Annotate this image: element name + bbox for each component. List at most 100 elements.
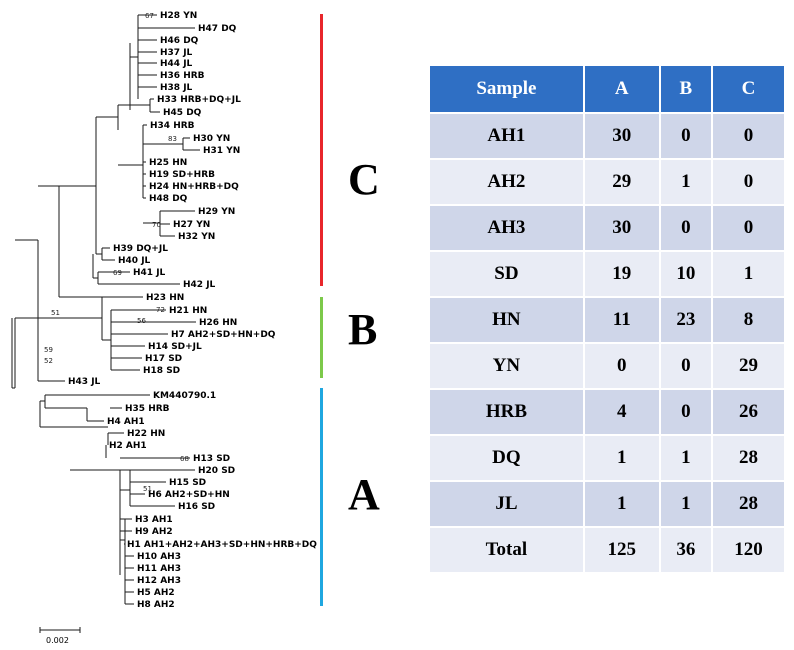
cell: 1	[660, 160, 714, 204]
leaf-label: H5 AH2	[137, 588, 175, 598]
cell: 28	[713, 436, 784, 480]
leaf-label: H26 HN	[199, 318, 237, 328]
leaf-label: H12 AH3	[137, 576, 181, 586]
leaf-label: H2 AH1	[109, 441, 147, 451]
leaf-label: H44 JL	[160, 59, 193, 69]
leaf-label: H42 JL	[183, 280, 216, 290]
cell: 0	[660, 390, 714, 434]
cell: 23	[660, 298, 714, 342]
header-a: A	[584, 66, 661, 112]
cell: AH3	[430, 206, 585, 250]
cell: 0	[584, 344, 661, 388]
leaf-label: H19 SD+HRB	[149, 170, 215, 180]
cell: 1	[584, 436, 661, 480]
cell: 0	[713, 114, 784, 158]
leaf-label: H7 AH2+SD+HN+DQ	[171, 330, 276, 340]
header-sample: Sample	[430, 66, 585, 112]
leaf-label: H16 SD	[178, 502, 215, 512]
clade-c-bar	[320, 14, 323, 286]
leaf-label: H31 YN	[203, 146, 240, 156]
leaf-label: H37 JL	[160, 48, 193, 58]
scale-bar-label: 0.002	[46, 636, 69, 645]
bootstrap-value: 56	[137, 317, 146, 325]
cell: 19	[584, 252, 661, 296]
cell: HN	[430, 298, 585, 342]
leaf-label: H4 AH1	[107, 417, 145, 427]
cell: 0	[713, 206, 784, 250]
leaf-label: H15 SD	[169, 478, 206, 488]
leaf-label: H18 SD	[143, 366, 180, 376]
cell: 0	[660, 344, 714, 388]
cell: 120	[713, 528, 784, 572]
cell: 1	[660, 436, 714, 480]
leaf-label: H41 JL	[133, 268, 166, 278]
cell: 4	[584, 390, 661, 434]
cell: 10	[660, 252, 714, 296]
leaf-label: KM440790.1	[153, 391, 216, 401]
leaf-label: H43 JL	[68, 377, 101, 387]
cell: AH2	[430, 160, 585, 204]
leaf-label: H29 YN	[198, 207, 235, 217]
table-header-row: Sample A B C	[430, 66, 784, 112]
cell: 0	[660, 206, 714, 250]
clade-a-label: A	[348, 470, 380, 519]
leaf-label: H10 AH3	[137, 552, 181, 562]
bootstrap-value: 52	[44, 357, 53, 365]
header-c: C	[713, 66, 784, 112]
leaf-label: H24 HN+HRB+DQ	[149, 182, 239, 192]
leaf-label: H46 DQ	[160, 36, 199, 46]
leaf-label: H1 AH1+AH2+AH3+SD+HN+HRB+DQ	[127, 540, 317, 550]
leaf-label: H30 YN	[193, 134, 230, 144]
cell: Total	[430, 528, 585, 572]
leaf-label: H17 SD	[145, 354, 182, 364]
clade-a-bar	[320, 388, 323, 606]
header-b: B	[660, 66, 714, 112]
leaf-label: H38 JL	[160, 83, 193, 93]
cell: 1	[713, 252, 784, 296]
leaf-label: H36 HRB	[160, 71, 205, 81]
leaf-label: H25 HN	[149, 158, 187, 168]
bootstrap-value: 70	[152, 221, 161, 229]
cell: 26	[713, 390, 784, 434]
cell: 0	[713, 160, 784, 204]
leaf-label: H22 HN	[127, 429, 165, 439]
cell: HRB	[430, 390, 585, 434]
cell: 28	[713, 482, 784, 526]
cell: 29	[584, 160, 661, 204]
cell: YN	[430, 344, 585, 388]
leaf-label: H9 AH2	[135, 527, 173, 537]
leaf-label: H40 JL	[118, 256, 151, 266]
bootstrap-value: 59	[44, 346, 53, 354]
leaf-label: H35 HRB	[125, 404, 170, 414]
cell: 36	[660, 528, 714, 572]
leaf-label: H6 AH2+SD+HN	[148, 490, 230, 500]
bootstrap-value: 83	[168, 135, 177, 143]
leaf-label: H45 DQ	[163, 108, 202, 118]
bootstrap-value: 72	[156, 306, 165, 314]
leaf-label: H11 AH3	[137, 564, 181, 574]
leaf-label: H28 YN	[160, 11, 197, 21]
cell: 125	[584, 528, 661, 572]
bootstrap-value: 67	[145, 12, 154, 20]
leaf-label: H27 YN	[173, 220, 210, 230]
leaf-label: H21 HN	[169, 306, 207, 316]
leaf-label: H32 YN	[178, 232, 215, 242]
clade-c-label: C	[348, 155, 380, 204]
leaf-label: H13 SD	[193, 454, 230, 464]
cell: 30	[584, 114, 661, 158]
clade-b-label: B	[348, 305, 377, 354]
leaf-label: H33 HRB+DQ+JL	[157, 95, 241, 105]
cell: 0	[660, 114, 714, 158]
cell: 29	[713, 344, 784, 388]
bootstrap-value: 69	[113, 269, 122, 277]
cell: JL	[430, 482, 585, 526]
